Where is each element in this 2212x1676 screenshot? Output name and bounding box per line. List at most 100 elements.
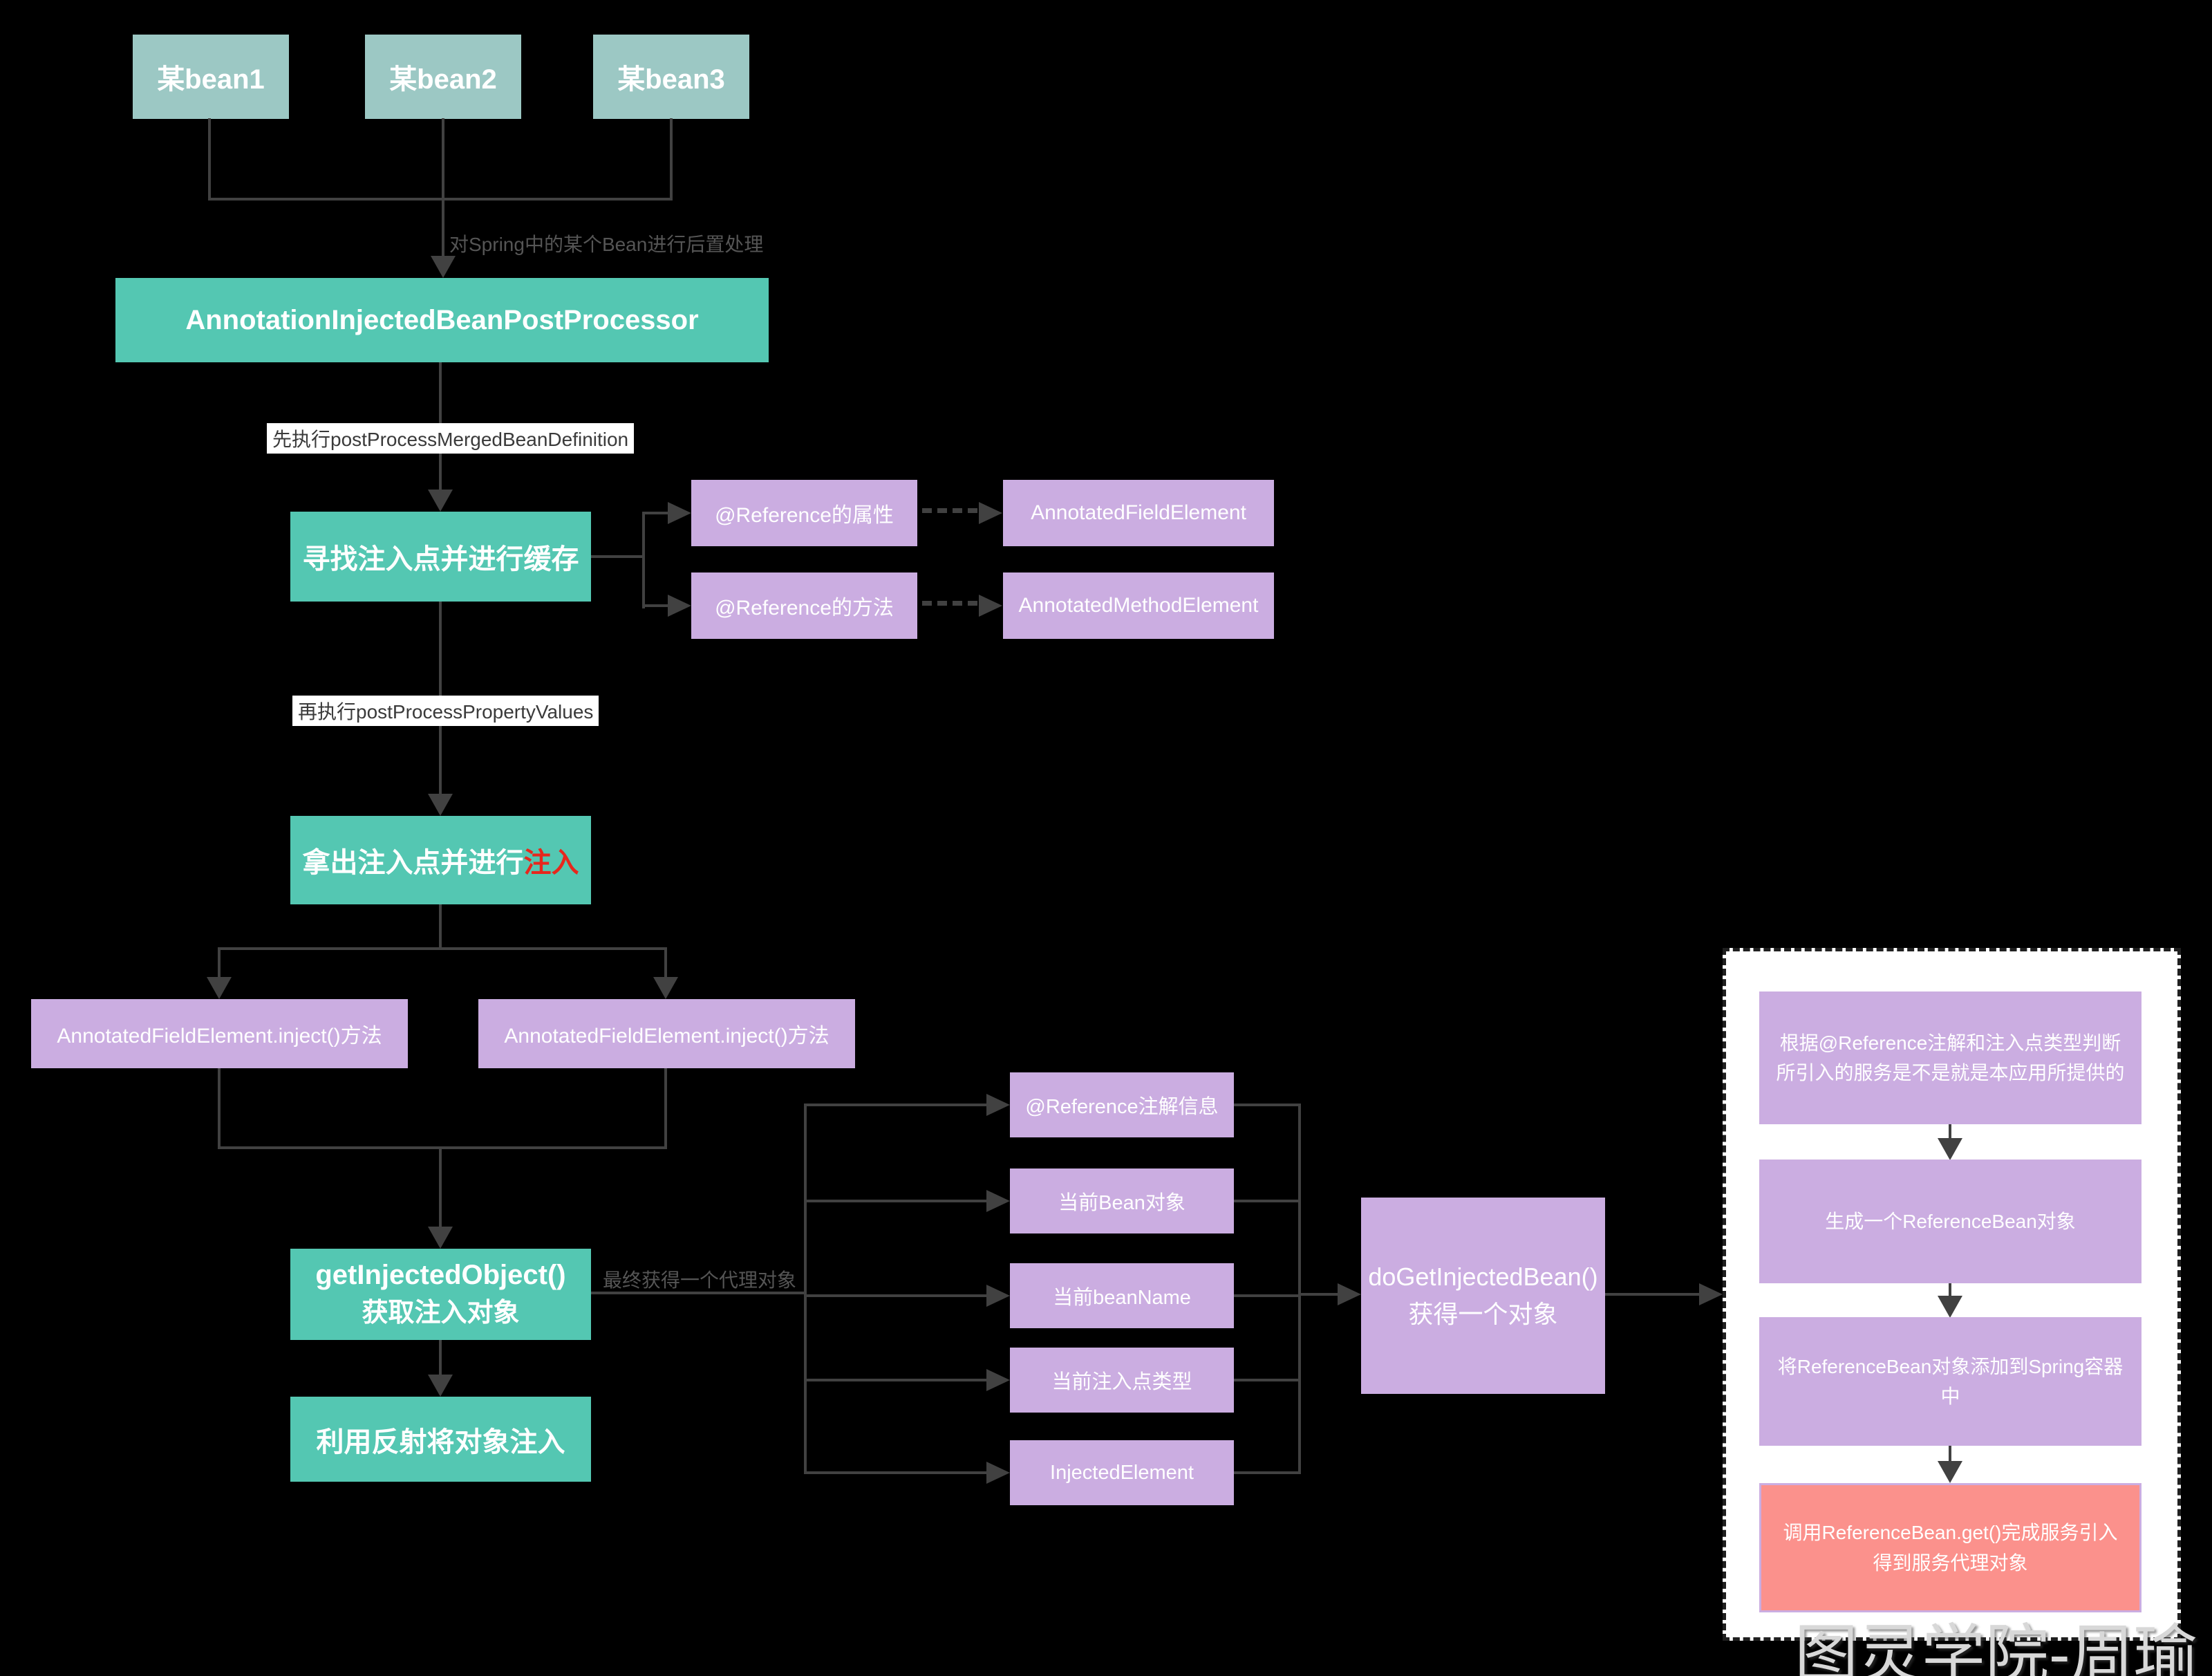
take-points-highlight: 注入 xyxy=(523,848,579,878)
arrowhead-icon xyxy=(428,490,453,512)
arrowhead-icon xyxy=(986,1285,1010,1307)
edge-line xyxy=(218,1068,221,1149)
context-item-label: InjectedElement xyxy=(1050,1461,1194,1484)
node-reference-method: @Reference的方法 xyxy=(691,572,917,639)
arrowhead-icon xyxy=(431,256,456,278)
edge-line xyxy=(591,555,645,558)
arrowhead-icon xyxy=(1938,1296,1962,1318)
edge-line xyxy=(670,118,673,199)
take-points-prefix: 拿出注入点并进行 xyxy=(302,848,524,878)
arrowhead-icon xyxy=(668,595,691,617)
node-context-bean-object: 当前Bean对象 xyxy=(1010,1168,1234,1233)
edge-line xyxy=(218,1146,667,1149)
context-item-label: 当前注入点类型 xyxy=(1051,1371,1192,1393)
node-do-get-line2: 获得一个对象 xyxy=(1408,1300,1558,1328)
node-take-points-label: 拿出注入点并进行注入 xyxy=(303,840,579,880)
node-bean2-label: 某bean2 xyxy=(389,64,497,95)
edge-label-step1: 先执行postProcessMergedBeanDefinition xyxy=(267,423,635,454)
node-inject-left-label: AnnotatedFieldElement.inject()方法 xyxy=(57,1025,382,1048)
node-inject-right: AnnotatedFieldElement.inject()方法 xyxy=(478,999,855,1068)
edge-line xyxy=(439,904,442,950)
edge-line xyxy=(804,1200,986,1202)
node-get-injected-object-line2: 获取注入对象 xyxy=(362,1298,520,1328)
edge-line xyxy=(218,947,221,978)
edge-line xyxy=(1234,1294,1301,1297)
edge-line xyxy=(1298,1293,1338,1296)
node-get-injected-object-line1: getInjectedObject() xyxy=(315,1260,566,1290)
edge-line xyxy=(804,1379,986,1381)
node-get-injected-object: getInjectedObject() 获取注入对象 xyxy=(290,1249,591,1340)
panel-step-create-referencebean: 生成一个ReferenceBean对象 xyxy=(1759,1160,2141,1283)
node-reflect-inject-label: 利用反射将对象注入 xyxy=(316,1426,565,1458)
edge-line xyxy=(208,118,211,199)
edge-line xyxy=(645,604,668,607)
edge-line xyxy=(1234,1104,1301,1106)
edge-line xyxy=(442,118,444,199)
node-reference-field-label: @Reference的属性 xyxy=(715,504,894,527)
edge-line xyxy=(439,1146,442,1227)
arrowhead-icon xyxy=(1938,1461,1962,1483)
node-annotated-field-element: AnnotatedFieldElement xyxy=(1003,480,1274,546)
context-item-label: 当前Bean对象 xyxy=(1058,1192,1185,1214)
edge-line xyxy=(1949,1446,1951,1462)
node-inject-right-label: AnnotatedFieldElement.inject()方法 xyxy=(504,1025,830,1048)
arrowhead-icon xyxy=(1338,1283,1361,1305)
node-annotated-method-element: AnnotatedMethodElement xyxy=(1003,572,1274,639)
arrowhead-icon xyxy=(979,595,1002,617)
edge-line xyxy=(1234,1471,1301,1474)
dashed-edge xyxy=(922,601,977,606)
context-item-label: 当前beanName xyxy=(1053,1287,1191,1309)
node-find-points-label: 寻找注入点并进行缓存 xyxy=(302,544,579,575)
node-bean2: 某bean2 xyxy=(365,35,521,119)
node-post-processor-label: AnnotationInjectedBeanPostProcessor xyxy=(185,304,699,335)
arrowhead-icon xyxy=(986,1462,1010,1484)
edge-line xyxy=(1605,1293,1699,1296)
node-context-bean-name: 当前beanName xyxy=(1010,1263,1234,1328)
node-reference-field: @Reference的属性 xyxy=(691,480,917,546)
panel-step-referencebean-get: 调用ReferenceBean.get()完成服务引入得到服务代理对象 xyxy=(1759,1483,2141,1612)
panel-step-label: 调用ReferenceBean.get()完成服务引入得到服务代理对象 xyxy=(1783,1522,2118,1574)
edge-line xyxy=(804,1104,986,1106)
node-take-points: 拿出注入点并进行注入 xyxy=(290,816,591,904)
edge-line xyxy=(1234,1379,1301,1381)
arrowhead-icon xyxy=(1699,1283,1723,1305)
node-reflect-inject: 利用反射将对象注入 xyxy=(290,1397,591,1482)
panel-step-add-to-spring: 将ReferenceBean对象添加到Spring容器中 xyxy=(1759,1317,2141,1446)
edge-line xyxy=(439,1340,442,1375)
edge-label-step2: 再执行postProcessPropertyValues xyxy=(292,696,599,726)
edge-label-proxy: 最终获得一个代理对象 xyxy=(603,1269,797,1291)
edge-line xyxy=(804,1104,807,1474)
node-do-get-injected-bean: doGetInjectedBean() 获得一个对象 xyxy=(1361,1198,1605,1394)
arrowhead-icon xyxy=(428,1375,453,1397)
edge-line xyxy=(218,947,667,950)
arrowhead-icon xyxy=(428,1227,453,1249)
node-context-injection-type: 当前注入点类型 xyxy=(1010,1348,1234,1413)
edge-line xyxy=(208,198,673,201)
panel-step-label: 根据@Reference注解和注入点类型判断所引入的服务是不是就是本应用所提供的 xyxy=(1776,1032,2125,1083)
edge-line xyxy=(642,512,645,608)
arrowhead-icon xyxy=(986,1369,1010,1391)
edge-line xyxy=(645,512,668,514)
node-context-injected-element: InjectedElement xyxy=(1010,1440,1234,1505)
node-bean3: 某bean3 xyxy=(593,35,749,119)
node-reference-method-label: @Reference的方法 xyxy=(715,597,894,620)
edge-line xyxy=(442,198,444,257)
panel-step-label: 将ReferenceBean对象添加到Spring容器中 xyxy=(1777,1355,2124,1407)
node-find-points: 寻找注入点并进行缓存 xyxy=(290,512,591,602)
dashed-edge xyxy=(922,508,977,513)
arrowhead-icon xyxy=(653,977,678,999)
watermark: 图灵学院-周瑜 xyxy=(1794,1619,2197,1676)
node-bean1: 某bean1 xyxy=(133,35,289,119)
node-do-get-line1: doGetInjectedBean() xyxy=(1368,1263,1598,1291)
context-item-label: @Reference注解信息 xyxy=(1025,1096,1219,1118)
edge-line xyxy=(1234,1200,1301,1202)
edge-line xyxy=(664,1068,667,1149)
node-bean1-label: 某bean1 xyxy=(157,64,265,95)
node-post-processor: AnnotationInjectedBeanPostProcessor xyxy=(115,278,769,362)
edge-line xyxy=(1949,1124,1951,1139)
edge-line xyxy=(664,947,667,978)
node-context-annotation-info: @Reference注解信息 xyxy=(1010,1072,1234,1137)
arrowhead-icon xyxy=(986,1094,1010,1116)
edge-line xyxy=(804,1294,986,1297)
panel-step-judge-service: 根据@Reference注解和注入点类型判断所引入的服务是不是就是本应用所提供的 xyxy=(1759,991,2141,1124)
